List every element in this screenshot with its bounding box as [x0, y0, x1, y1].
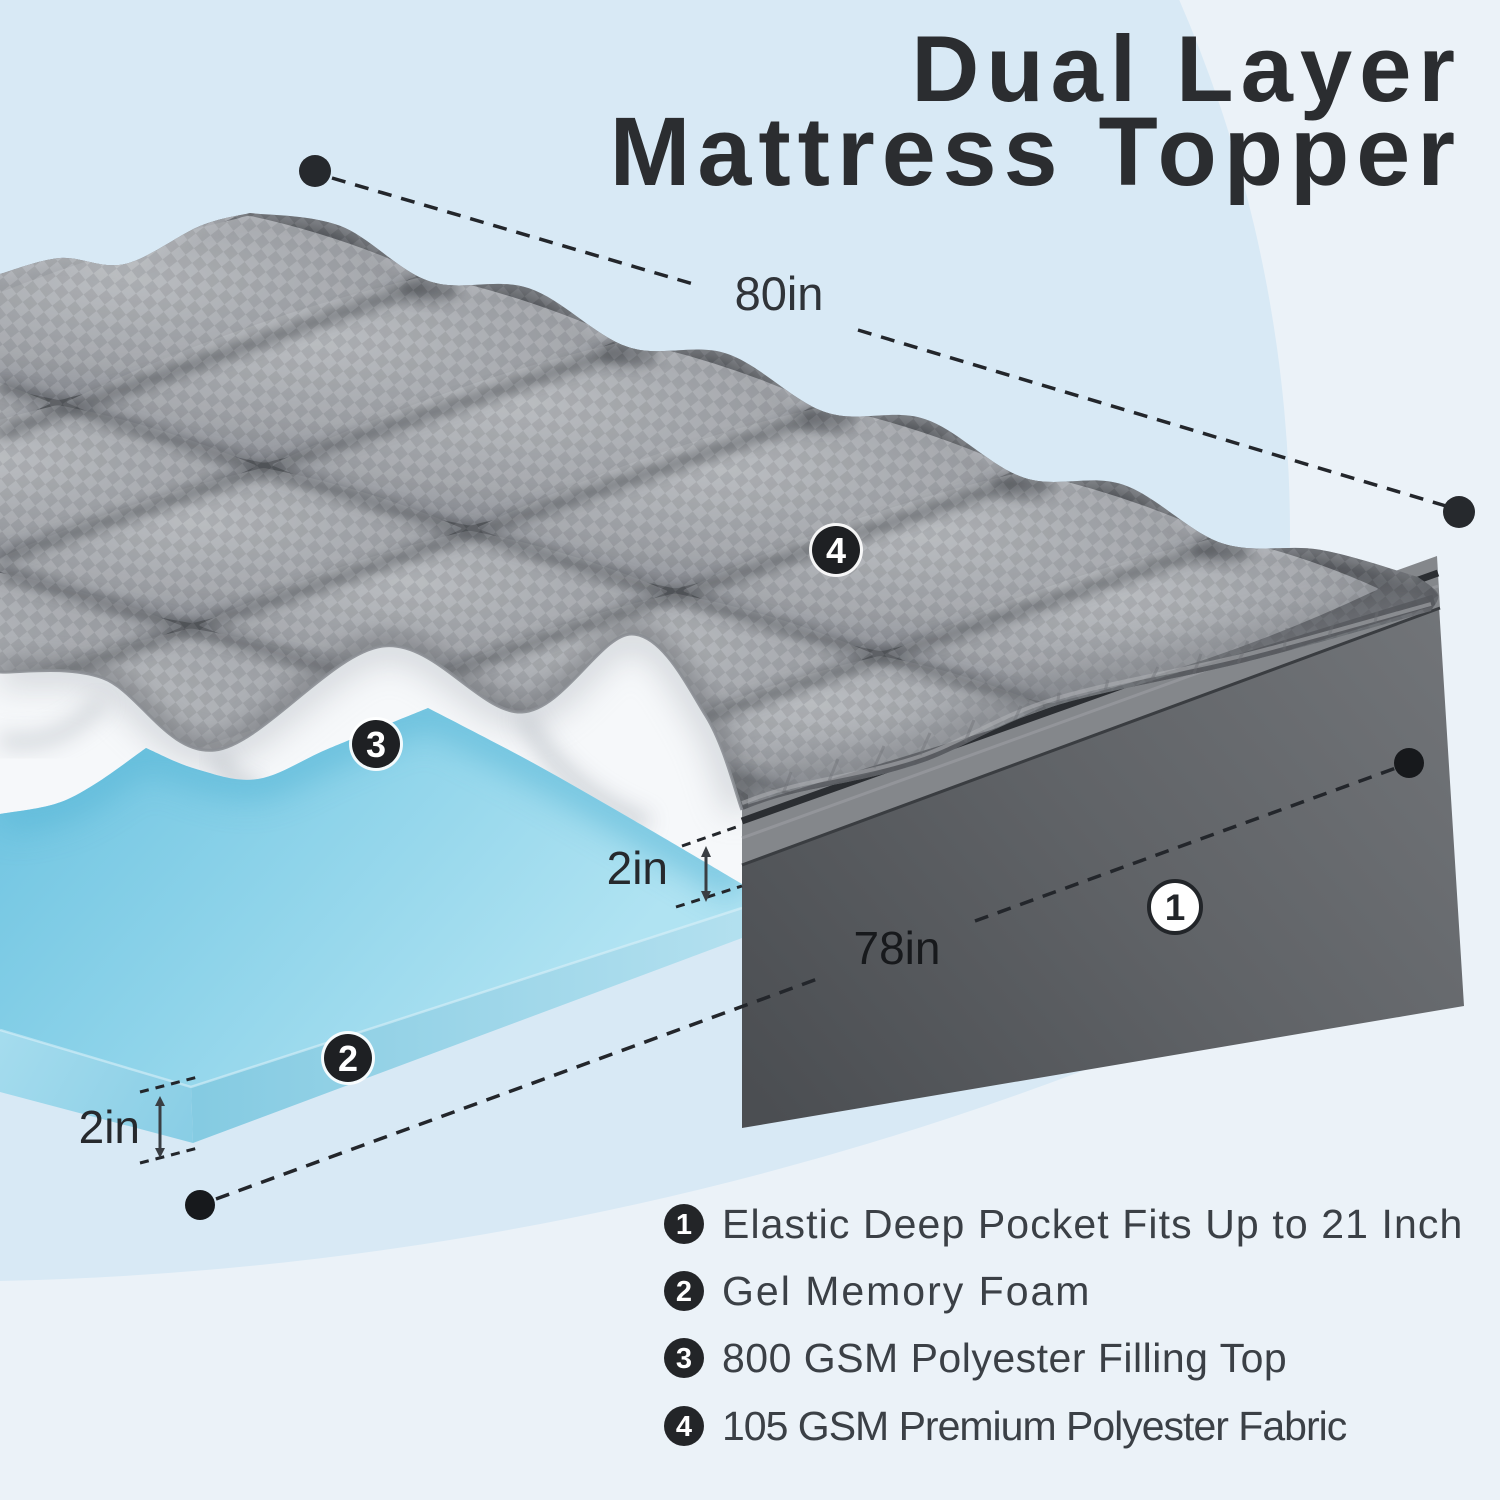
- svg-text:2in: 2in: [79, 1101, 140, 1153]
- svg-text:4: 4: [676, 1411, 692, 1443]
- svg-text:3: 3: [676, 1343, 692, 1375]
- svg-text:80in: 80in: [735, 267, 824, 320]
- svg-text:Elastic Deep Pocket Fits Up to: Elastic Deep Pocket Fits Up to 21 Inch: [722, 1201, 1463, 1247]
- svg-text:Gel Memory Foam: Gel Memory Foam: [722, 1268, 1091, 1314]
- svg-text:800 GSM Polyester Filling Top: 800 GSM Polyester Filling Top: [722, 1335, 1287, 1381]
- svg-text:1: 1: [676, 1209, 692, 1241]
- svg-text:2: 2: [338, 1038, 358, 1079]
- svg-text:4: 4: [826, 530, 846, 571]
- svg-text:2: 2: [676, 1276, 692, 1308]
- svg-text:2in: 2in: [607, 842, 668, 894]
- svg-text:78in: 78in: [854, 922, 941, 974]
- svg-text:105 GSM Premium Polyester Fabr: 105 GSM Premium Polyester Fabric: [722, 1403, 1347, 1449]
- svg-text:Mattress Topper: Mattress Topper: [610, 97, 1462, 206]
- svg-text:3: 3: [366, 724, 386, 765]
- svg-text:Dual Layer: Dual Layer: [911, 16, 1462, 121]
- svg-text:1: 1: [1165, 887, 1186, 928]
